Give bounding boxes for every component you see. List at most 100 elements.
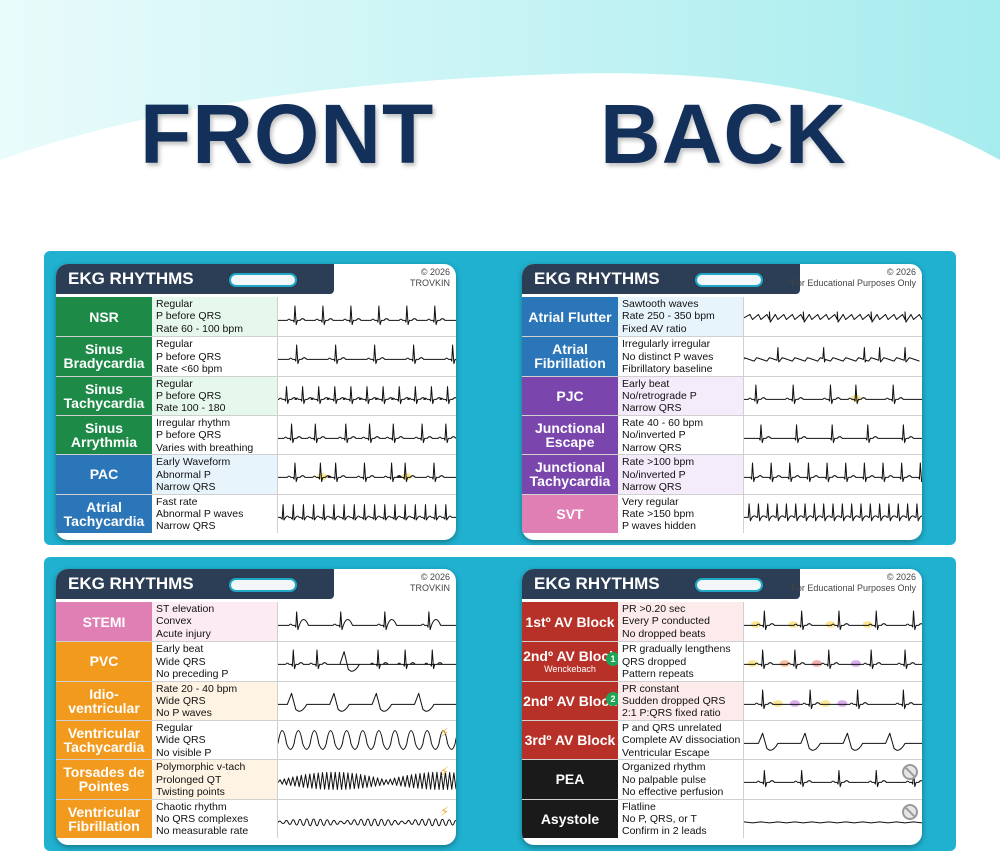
rhythm-label: STEMI <box>56 602 152 642</box>
ekg-trace <box>278 462 456 483</box>
ekg-waveform <box>278 305 456 325</box>
ekg-strip: ⚡ <box>277 760 456 799</box>
badge-slot-icon <box>695 578 763 592</box>
criteria-line: Early beat <box>622 377 670 390</box>
criteria-line: P before QRS <box>156 429 222 442</box>
criteria-line: No distinct P waves <box>622 350 714 363</box>
criteria-line: P before QRS <box>156 390 222 403</box>
ekg-waveform <box>744 424 922 444</box>
rhythm-name: PAC <box>89 466 119 483</box>
criteria-line: Ventricular Escape <box>622 746 710 759</box>
type-number-badge: 1 <box>606 652 620 667</box>
criteria-line: Fixed AV ratio <box>622 322 687 335</box>
ekg-strip <box>277 455 456 494</box>
ekg-trace <box>278 772 456 791</box>
rhythm-name: Idio- ventricular <box>68 685 140 716</box>
wave-highlight <box>811 660 822 668</box>
criteria-line: Regular <box>156 377 193 390</box>
ekg-strip <box>743 494 922 533</box>
criteria-line: PR gradually lengthens <box>622 643 731 656</box>
ekg-strip <box>743 376 922 415</box>
ekg-strip <box>277 376 456 415</box>
wave-highlight <box>850 394 861 402</box>
ekg-waveform <box>278 772 456 791</box>
ekg-strip <box>277 337 456 376</box>
card-meta: © 2026*For Educational Purposes Only <box>788 267 916 289</box>
criteria-line: Narrow QRS <box>156 481 216 494</box>
badge-slot-icon <box>695 273 763 287</box>
rhythm-label: Sinus Tachycardia <box>56 376 152 415</box>
background-wave <box>0 0 1000 200</box>
ekg-trace <box>278 305 456 325</box>
criteria-line: Organized rhythm <box>622 761 706 774</box>
brand-text: *For Educational Purposes Only <box>787 278 916 288</box>
ekg-waveform <box>278 503 456 521</box>
ekg-waveform <box>278 730 456 750</box>
ekg-trace <box>278 730 456 750</box>
wave-highlight <box>779 660 790 668</box>
ekg-waveform <box>278 610 456 630</box>
criteria-line: Narrow QRS <box>622 481 682 494</box>
ekg-card-4: EKG RHYTHMS© 2026*For Educational Purpos… <box>522 569 922 845</box>
criteria-line: Rate 250 - 350 bpm <box>622 310 715 323</box>
ekg-waveform <box>278 818 456 827</box>
criteria-line: P waves hidden <box>622 520 696 533</box>
criteria-line: Abnormal P <box>156 468 211 481</box>
rhythm-name: Sinus Tachycardia <box>63 380 145 411</box>
rhythm-label: SVT <box>522 494 618 533</box>
brand-text: TROVKIN <box>409 583 450 593</box>
rhythm-name: PEA <box>555 771 585 788</box>
criteria-line: No QRS complexes <box>156 813 249 826</box>
ekg-strip <box>277 297 456 337</box>
criteria-line: No measurable rate <box>156 825 249 838</box>
criteria-line: Rate 100 - 180 <box>156 402 226 415</box>
rhythm-label: 1stº AV Block <box>522 602 618 642</box>
criteria-line: Rate >100 bpm <box>622 456 695 469</box>
lightning-icon: ⚡ <box>440 764 450 780</box>
ekg-waveform <box>744 347 920 363</box>
rhythm-label: PVC <box>56 642 152 681</box>
ekg-trace <box>744 689 922 709</box>
ekg-trace <box>278 649 456 673</box>
badge-slot-icon <box>229 578 297 592</box>
type-number-badge: 2 <box>606 691 620 706</box>
ekg-waveform <box>278 385 456 404</box>
criteria-line: Chaotic rhythm <box>156 800 227 813</box>
copyright-text: © 2026 <box>886 572 916 582</box>
criteria-line: Complete AV dissociation <box>622 734 741 747</box>
ekg-strip <box>277 602 456 642</box>
ekg-trace <box>744 503 922 522</box>
ekg-strip <box>743 337 922 376</box>
rhythm-name: PJC <box>556 387 584 404</box>
rhythm-label: Ventricular Fibrillation <box>56 799 152 838</box>
brand-text: *For Educational Purposes Only <box>787 583 916 593</box>
ekg-trace <box>278 503 456 521</box>
copyright-text: © 2026 <box>420 572 450 582</box>
criteria-line: Wide QRS <box>156 734 206 747</box>
